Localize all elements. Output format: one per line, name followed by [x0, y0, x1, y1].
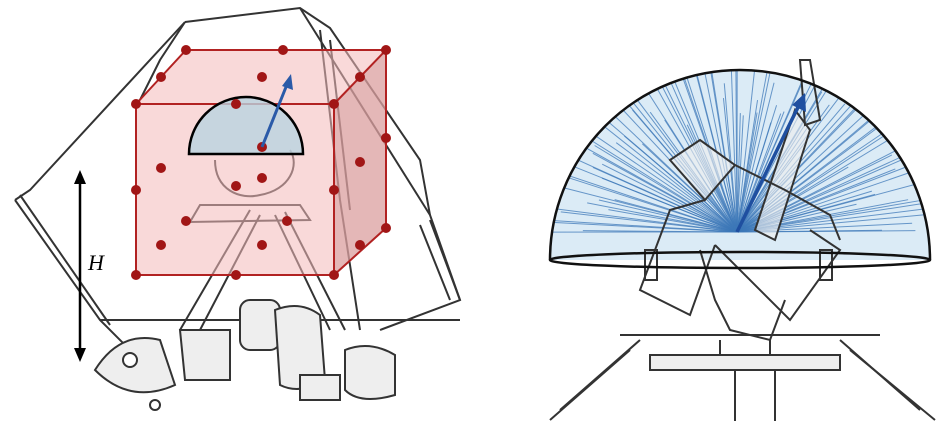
approach-ray [736, 111, 785, 233]
approach-ray [658, 70, 738, 233]
mechanism-workspace-diagram: H [14, 6, 462, 411]
mechanism-base [93, 299, 396, 411]
right-figure [540, 0, 941, 421]
direction-arrow [260, 74, 293, 148]
approach-ray [736, 122, 772, 233]
approach-ray [617, 70, 738, 233]
hemisphere-rim [548, 250, 932, 270]
approach-ray [736, 115, 744, 233]
approach-ray [736, 113, 741, 233]
approach-ray [587, 202, 738, 233]
approach-ray [582, 230, 738, 233]
approach-ray [729, 70, 738, 233]
end-effector-mechanism [549, 59, 936, 421]
approach-ray [736, 82, 775, 233]
height-label: H [87, 250, 105, 275]
approach-ray [736, 70, 771, 233]
approach-ray [615, 142, 738, 233]
reachable-hemisphere [187, 95, 305, 156]
height-dimension-arrow [74, 170, 86, 362]
left-figure: H [14, 6, 462, 411]
approach-ray [555, 158, 738, 233]
approach-ray [736, 70, 762, 233]
approach-hemisphere-diagram [548, 59, 936, 421]
approach-ray [690, 70, 738, 233]
approach-ray [550, 126, 738, 233]
approach-ray [702, 70, 738, 233]
approach-ray [601, 163, 738, 233]
approach-ray [736, 73, 771, 233]
approach-ray [550, 202, 738, 233]
approach-ray [675, 70, 738, 233]
approach-ray [736, 106, 874, 233]
direction-arrow [735, 93, 806, 233]
approach-ray [624, 135, 738, 233]
approach-ray [736, 166, 849, 233]
approach-ray [614, 199, 738, 233]
approach-ray [631, 70, 738, 233]
approach-ray [550, 216, 738, 233]
approach-ray [564, 175, 738, 233]
approach-ray [601, 124, 738, 233]
hemisphere-outline [548, 68, 932, 261]
approach-ray [610, 112, 738, 233]
